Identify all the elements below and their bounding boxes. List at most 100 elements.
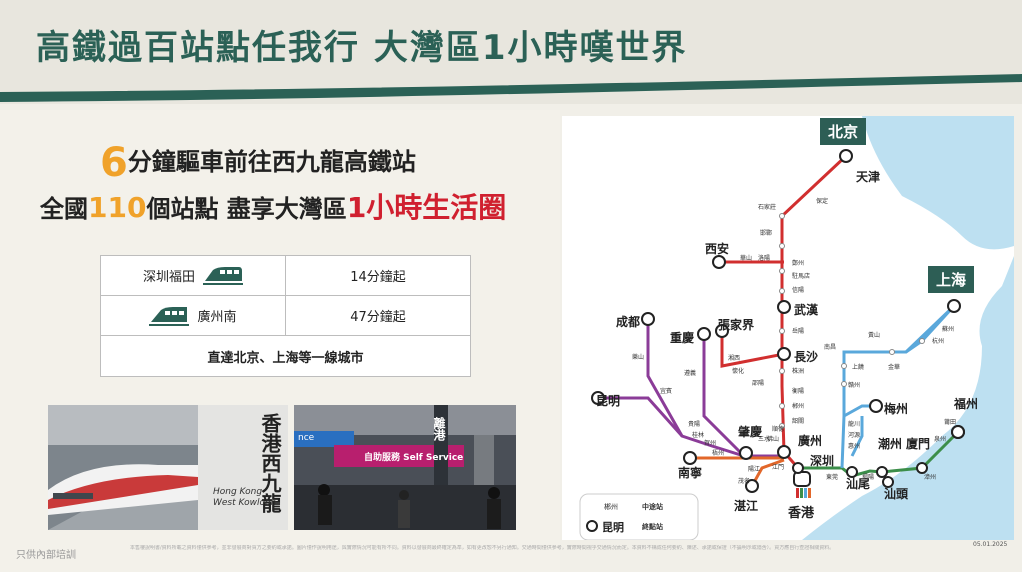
city-guangzhou: 廣州 bbox=[798, 434, 823, 448]
city-tianjin: 天津 bbox=[856, 170, 881, 184]
station-cell: 廣州南 bbox=[101, 296, 286, 335]
city-changsha: 長沙 bbox=[794, 350, 819, 364]
city-shenzhen: 深圳 bbox=[810, 454, 835, 468]
stop-label: 龍川 bbox=[848, 421, 861, 428]
legend-mid-label: 中途站 bbox=[642, 503, 663, 511]
city-fuzhou: 福州 bbox=[954, 397, 979, 411]
self-service-banner: 自助服務 Self Service bbox=[364, 453, 464, 463]
city-zhanjiang: 湛江 bbox=[734, 499, 759, 513]
station-sign: 香港西九龍 bbox=[258, 413, 282, 513]
stop-label: 信陽 bbox=[792, 287, 805, 294]
city-shanwei: 汕尾 bbox=[846, 477, 871, 491]
stop-label: 宜賓 bbox=[660, 388, 673, 395]
stop-label: 黃山 bbox=[868, 332, 881, 339]
headline-line1-text: 分鐘驅車前往西九龍高鐵站 bbox=[127, 148, 416, 176]
travel-time-table: 深圳福田 14分鐘起 廣州南 47分鐘起 直達北京、上海等一線 bbox=[100, 255, 471, 377]
stop-label: 茂名 bbox=[738, 478, 751, 485]
stop-label: 貴陽 bbox=[688, 421, 701, 428]
stop-label: 泉州 bbox=[934, 436, 947, 443]
stop-label: 惠州 bbox=[848, 443, 861, 450]
stop-label: 湘西 bbox=[728, 355, 741, 362]
legend-end-label: 終點站 bbox=[642, 523, 663, 531]
page-title: 高鐵過百站點任我行 大灣區1小時嘆世界 bbox=[36, 28, 688, 68]
city-zhaoqing: 肇慶 bbox=[738, 425, 763, 439]
stop-label: 揭陽 bbox=[862, 474, 875, 481]
stop-label: 邵陽 bbox=[752, 380, 765, 387]
stop-label: 懷化 bbox=[732, 368, 745, 375]
stop-label: 桂林 bbox=[692, 432, 705, 439]
stop-label: 石家莊 bbox=[758, 204, 777, 211]
city-beijing: 北京 bbox=[820, 118, 867, 145]
table-row: 直達北京、上海等一線城市 bbox=[101, 336, 470, 376]
stop-label: 遵義 bbox=[684, 370, 697, 377]
headline-line2: 全國110個站點 盡享大灣區1小時生活圈 bbox=[40, 186, 506, 226]
stop-label: 梧州 bbox=[712, 450, 725, 457]
headline-line2-mid: 個站點 盡享大灣區 bbox=[146, 195, 347, 223]
stop-label: 保定 bbox=[816, 198, 829, 205]
stop-label: 洛陽 bbox=[758, 255, 771, 262]
stop-label: 河源 bbox=[848, 432, 861, 439]
city-xian: 西安 bbox=[705, 242, 730, 256]
stop-label: 贛州 bbox=[848, 382, 861, 389]
headline-line2-prefix: 全國 bbox=[40, 195, 88, 223]
stop-label: 陽江 bbox=[748, 466, 761, 473]
stop-label: 賀州 bbox=[704, 440, 717, 447]
table-row: 深圳福田 14分鐘起 bbox=[101, 256, 470, 296]
stop-label: 邯鄲 bbox=[760, 230, 773, 237]
train-icon bbox=[149, 306, 190, 326]
departure-pillar-sign: 離港 bbox=[432, 417, 446, 441]
city-chaozhou: 潮州 bbox=[878, 437, 903, 451]
stop-label: 蘇州 bbox=[942, 326, 955, 333]
stop-label: 東莞 bbox=[826, 474, 839, 481]
city-shanghai: 上海 bbox=[928, 266, 975, 293]
station-name: 廣州南 bbox=[197, 310, 237, 325]
headline-highlight: 1小時生活圈 bbox=[346, 191, 507, 224]
platform-photo: 香港西九龍 Hong Kong West Kowloon bbox=[48, 405, 288, 530]
stop-label: 駐馬店 bbox=[792, 273, 811, 280]
stop-label: 莆田 bbox=[944, 419, 957, 426]
train-icon bbox=[203, 266, 243, 285]
time-cell: 47分鐘起 bbox=[350, 310, 406, 325]
stop-label: 樂山 bbox=[632, 354, 645, 361]
city-xiamen: 廈門 bbox=[906, 437, 931, 451]
station-count: 110 bbox=[88, 191, 147, 224]
date-stamp: 05.01.2025 bbox=[973, 541, 1008, 548]
stop-label: 南昌 bbox=[824, 344, 837, 351]
stop-label: 金華 bbox=[888, 364, 901, 371]
stop-label: 杭州 bbox=[932, 338, 945, 345]
table-row: 廣州南 47分鐘起 bbox=[101, 296, 470, 336]
swoosh-decoration bbox=[0, 74, 1022, 102]
city-wuhan: 武漢 bbox=[794, 303, 819, 317]
city-meizhou: 梅州 bbox=[884, 402, 909, 416]
city-kunming: 昆明 bbox=[596, 394, 621, 408]
disclaimer-text: 本售樓說明書/資料所載之資料僅供參考，並非發展商對買方之要約或承諾。圖片僅作說明… bbox=[130, 545, 835, 551]
left-sign-text: nce bbox=[298, 433, 315, 443]
legend-end-sample: 昆明 bbox=[602, 521, 624, 534]
station-sign-en: Hong Kong West Kowloon bbox=[213, 487, 276, 509]
stop-label: 江門 bbox=[772, 464, 785, 471]
city-shantou: 汕頭 bbox=[884, 487, 909, 501]
minutes-number: 6 bbox=[100, 140, 128, 186]
stop-label: 漳州 bbox=[924, 474, 937, 481]
legend-mid-sample: 郴州 bbox=[604, 503, 618, 511]
rail-network-map: 北京 上海 天津 西安 武漢 長沙 成都 重慶 張家界 昆明 肇慶 廣州 深圳 … bbox=[562, 116, 1014, 540]
stop-label: 株洲 bbox=[792, 368, 805, 375]
stop-label: 華山 bbox=[740, 255, 753, 262]
city-hongkong: 香港 bbox=[788, 506, 815, 521]
stop-label: 上饒 bbox=[852, 364, 865, 371]
stop-label: 衡陽 bbox=[792, 388, 805, 395]
stop-label: 佛山 bbox=[767, 436, 780, 443]
stop-label: 郴州 bbox=[792, 403, 805, 410]
header-band: 高鐵過百站點任我行 大灣區1小時嘆世界 bbox=[0, 0, 1022, 104]
stop-label: 順德 bbox=[772, 426, 785, 433]
city-zhangjiajie: 張家界 bbox=[718, 318, 755, 332]
city-chongqing: 重慶 bbox=[670, 331, 695, 345]
map-graphic bbox=[579, 116, 1014, 540]
city-chengdu: 成都 bbox=[616, 315, 641, 329]
internal-use-note: 只供內部培訓 bbox=[16, 550, 76, 561]
stop-label: 鄭州 bbox=[792, 260, 805, 267]
concourse-photo: nce 自助服務 Self Service 離港 bbox=[294, 405, 516, 530]
sign-en-line2: West Kowloon bbox=[213, 498, 277, 508]
station-cell: 深圳福田 bbox=[101, 256, 286, 295]
